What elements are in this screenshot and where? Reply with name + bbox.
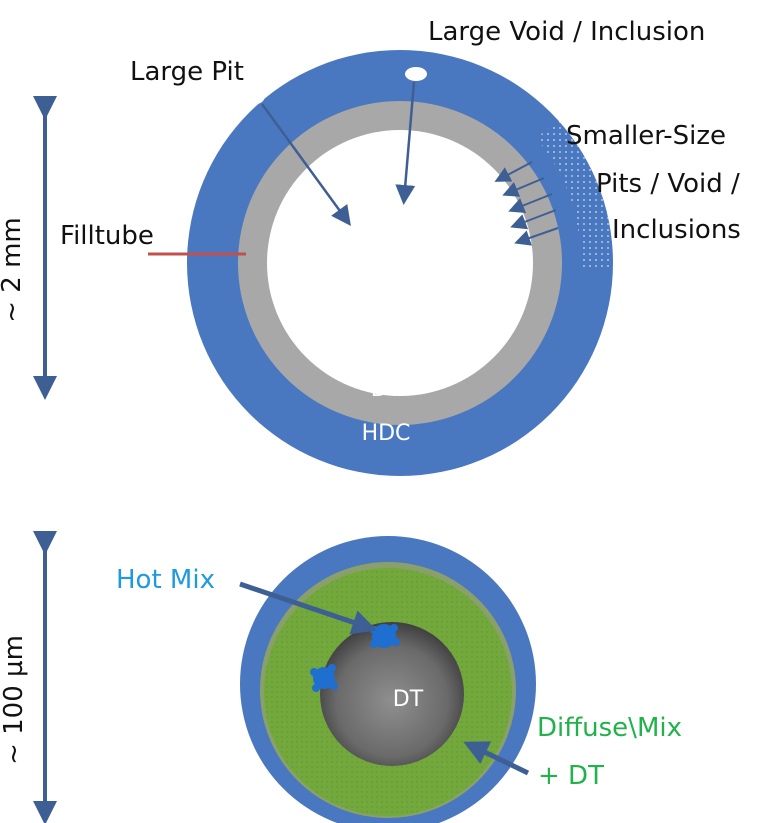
capsule-diagram: ~ 2 mm Large Void / Inclusion Large Pit … [0, 17, 741, 476]
label-smaller-pits-3: Inclusions [612, 215, 741, 245]
hot-mix-spot-2 [310, 664, 338, 692]
label-hdc: HDC [362, 421, 411, 446]
label-diffuse-2: + DT [538, 761, 604, 791]
small-pits-region [536, 120, 613, 270]
label-diffuse-1: Diffuse\Mix [537, 713, 682, 743]
small-pit-arrows [494, 161, 559, 246]
arrow-diffuse-mix [463, 741, 530, 776]
label-smaller-pits-1: Smaller-Size [566, 121, 726, 151]
label-filltube: Filltube [60, 221, 154, 251]
dt-core [320, 622, 464, 766]
inner-void [267, 130, 533, 396]
label-large-void: Large Void / Inclusion [428, 17, 705, 47]
arrow-large-void [395, 81, 416, 205]
hot-mix-spot-1 [370, 624, 400, 648]
label-large-pit: Large Pit [130, 57, 244, 87]
label-hot-mix: Hot Mix [116, 565, 215, 595]
large-pit-marker [247, 88, 265, 104]
large-void-marker [405, 67, 427, 81]
arrow-hot-mix [239, 581, 378, 635]
arrow-large-pit [260, 103, 351, 227]
scale-label-2mm: ~ 2 mm [0, 217, 27, 323]
label-dt-core: DT [393, 687, 424, 712]
mix-diagram: ~ 100 µm Hot Mix DT Diff [0, 531, 682, 823]
label-smaller-pits-2: Pits / Void / [596, 169, 740, 199]
scale-label-100um: ~ 100 µm [0, 635, 29, 765]
label-dt-layer: DT [371, 377, 402, 402]
